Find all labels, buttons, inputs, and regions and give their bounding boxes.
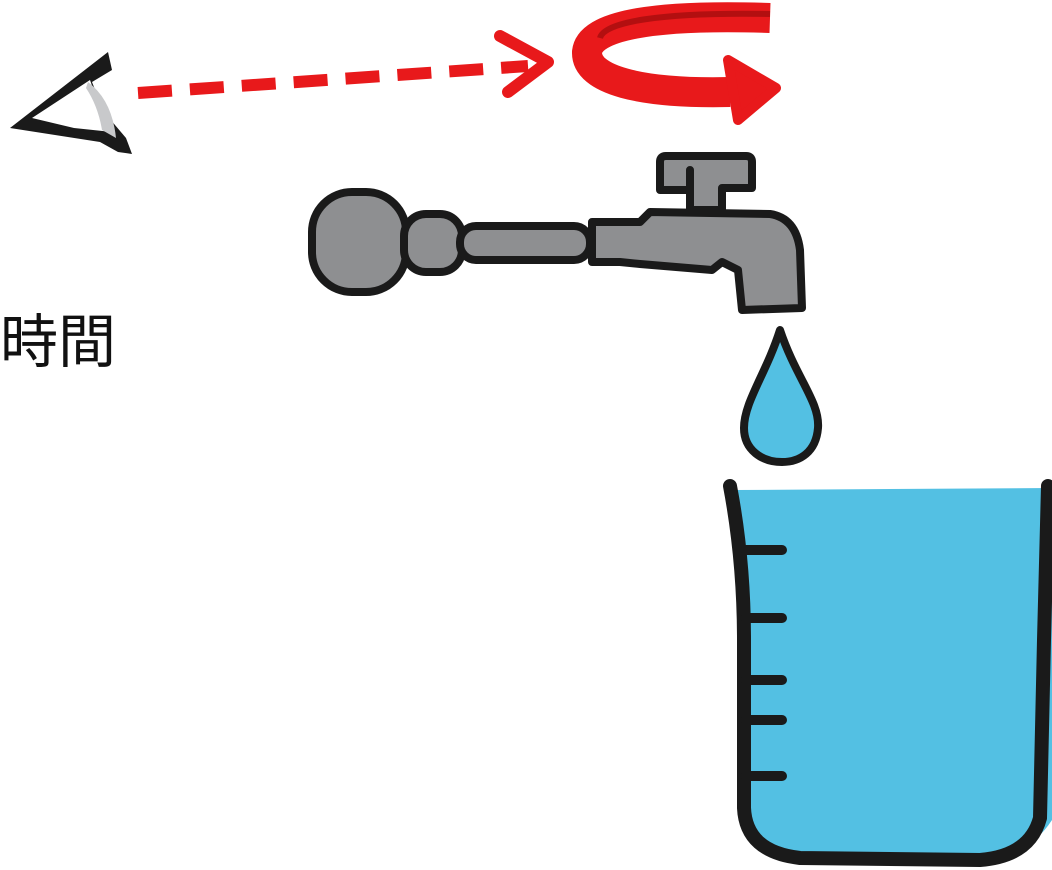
eye-icon — [10, 52, 132, 154]
sight-line-arrow — [138, 36, 548, 93]
water-drop-icon — [744, 330, 818, 462]
faucet-icon — [312, 156, 802, 310]
beaker-icon — [730, 486, 1052, 862]
time-label: 時間 — [0, 302, 116, 382]
rotate-arrow-icon — [587, 14, 776, 120]
